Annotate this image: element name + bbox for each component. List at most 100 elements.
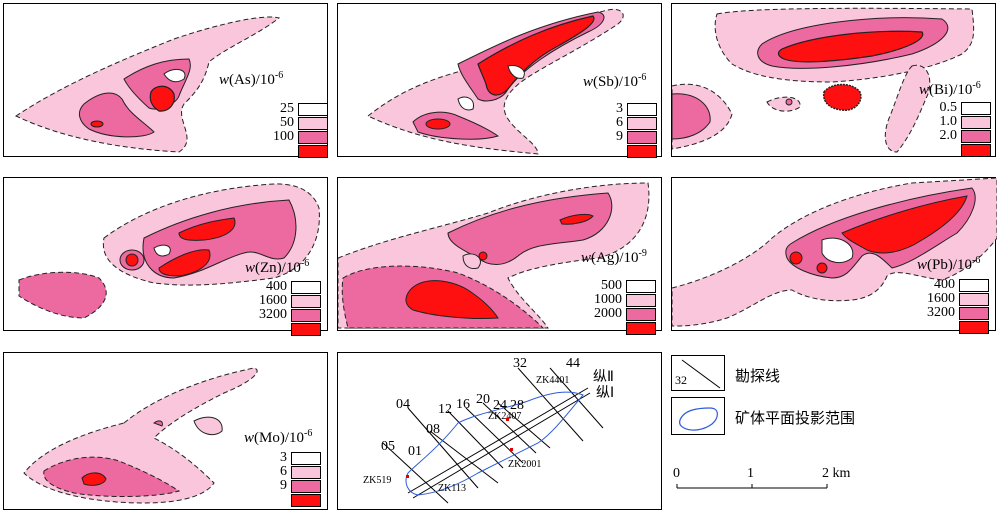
survey-line bbox=[407, 407, 479, 489]
contour-ag-high bbox=[559, 213, 594, 225]
survey-line bbox=[549, 367, 604, 429]
contour-bi-low3 bbox=[766, 96, 801, 112]
contour-as-high2 bbox=[90, 120, 104, 128]
borehole-label-zk2407: ZK2407 bbox=[488, 411, 521, 422]
contour-sb-high2 bbox=[425, 118, 451, 130]
ore-outline bbox=[405, 391, 584, 496]
legend-sb: 3 6 9 bbox=[593, 102, 657, 158]
legend-mo: 3 6 9 bbox=[257, 451, 321, 507]
contour-map-pb bbox=[672, 178, 997, 327]
contour-ag-high2 bbox=[405, 280, 499, 320]
contour-map-zn bbox=[18, 183, 320, 319]
contour-bi-low4 bbox=[884, 64, 931, 153]
borehole-label-zk113: ZK113 bbox=[438, 483, 466, 494]
line-label-16: 16 bbox=[456, 397, 470, 412]
legend-ag: 500 1000 2000 bbox=[592, 279, 656, 335]
panel-mo: w(Mo)/10-6 3 6 9 bbox=[3, 352, 328, 510]
contour-pb-high3 bbox=[816, 262, 828, 274]
contour-mo-low2 bbox=[193, 416, 223, 436]
contour-zn-high bbox=[178, 217, 236, 241]
contour-mo-mid2 bbox=[152, 420, 163, 427]
section-label-1: 纵Ⅰ bbox=[596, 385, 614, 401]
borehole-marker bbox=[510, 448, 513, 451]
contour-sb-white bbox=[457, 96, 475, 111]
element-label-mo: w(Mo)/10-6 bbox=[244, 428, 313, 446]
contour-map-sb bbox=[367, 8, 624, 155]
line-label-05: 05 bbox=[381, 439, 395, 454]
contour-map-as bbox=[14, 16, 281, 153]
borehole-marker bbox=[506, 418, 509, 421]
contour-bi-mid3 bbox=[785, 98, 793, 106]
contour-mo-mid bbox=[43, 456, 181, 498]
survey-line-number: 32 bbox=[675, 373, 687, 387]
line-label-08: 08 bbox=[426, 422, 440, 437]
section-line-2 bbox=[407, 387, 589, 494]
panel-survey-map: 05 01 04 08 12 16 20 24 28 32 44 ZK519 Z… bbox=[337, 352, 662, 510]
ore-body-label: 矿体平面投影范围 bbox=[735, 409, 856, 427]
line-label-20: 20 bbox=[476, 392, 490, 407]
panel-pb: w(Pb)/10-6 400 1600 3200 bbox=[671, 177, 997, 334]
scale-label-2: 2 km bbox=[822, 466, 851, 481]
contour-zn-low2 bbox=[18, 271, 107, 319]
legend-survey-line: 32 bbox=[671, 355, 725, 391]
contour-as-white bbox=[163, 68, 186, 83]
panel-zn: w(Zn)/10-6 400 1600 3200 bbox=[3, 177, 328, 336]
contour-pb-white bbox=[821, 237, 854, 264]
contour-zn-white bbox=[153, 244, 171, 257]
survey-line bbox=[517, 367, 584, 442]
line-label-32: 32 bbox=[513, 356, 527, 371]
panel-sb: w(Sb)/10-6 3 6 9 bbox=[337, 3, 662, 158]
survey-line-symbol bbox=[681, 359, 721, 389]
legend-pb: 400 1600 3200 bbox=[925, 278, 989, 334]
section-line-1 bbox=[412, 392, 591, 499]
survey-line-label: 勘探线 bbox=[735, 367, 781, 385]
element-label-sb: w(Sb)/10-6 bbox=[583, 72, 647, 90]
panel-bi: w(Bi)/10-6 0.5 1.0 2.0 bbox=[671, 3, 996, 157]
contour-as-high bbox=[149, 85, 175, 112]
contour-ag-high3 bbox=[478, 251, 488, 261]
survey-line bbox=[465, 407, 524, 464]
legend-ore-body bbox=[671, 397, 725, 435]
survey-map-svg: 05 01 04 08 12 16 20 24 28 32 44 ZK519 Z… bbox=[363, 356, 614, 504]
contour-map-mo bbox=[23, 367, 258, 504]
ore-body-symbol bbox=[679, 407, 718, 431]
contour-bi-high2 bbox=[822, 83, 862, 111]
element-label-ag: w(Ag)/10-9 bbox=[581, 248, 647, 266]
contour-bi-mid2 bbox=[672, 93, 711, 140]
section-label-2: 纵Ⅱ bbox=[593, 369, 614, 385]
line-label-28: 28 bbox=[510, 398, 524, 413]
line-label-44: 44 bbox=[566, 356, 580, 371]
borehole-label-zk4401: ZK4401 bbox=[536, 375, 569, 386]
panel-ag: w(Ag)/10-9 500 1000 2000 bbox=[337, 177, 662, 335]
borehole-marker bbox=[406, 475, 409, 478]
survey-line bbox=[382, 442, 449, 504]
contour-pb-high2 bbox=[789, 251, 803, 265]
scale-bar: 0 1 2 km bbox=[673, 466, 874, 496]
line-label-24: 24 bbox=[493, 398, 507, 413]
survey-line bbox=[447, 410, 504, 469]
contour-sb-white2 bbox=[507, 65, 525, 79]
scale-label-0: 0 bbox=[673, 466, 680, 481]
legend-zn: 400 1600 3200 bbox=[257, 280, 321, 336]
contour-sb-high bbox=[477, 15, 595, 96]
scale-line bbox=[676, 484, 828, 489]
line-label-04: 04 bbox=[396, 397, 410, 412]
element-label-pb: w(Pb)/10-6 bbox=[917, 255, 981, 273]
contour-mo-high bbox=[81, 472, 107, 486]
element-label-zn: w(Zn)/10-6 bbox=[245, 258, 310, 276]
borehole-label-zk519: ZK519 bbox=[363, 475, 391, 486]
contour-map-ag bbox=[338, 182, 650, 329]
contour-bi-high bbox=[777, 30, 924, 63]
element-label-bi: w(Bi)/10-6 bbox=[919, 80, 981, 98]
legend-bi: 0.5 1.0 2.0 bbox=[927, 101, 991, 157]
element-label-as: w(As)/10-6 bbox=[219, 70, 284, 88]
contour-zn-high3 bbox=[125, 253, 139, 267]
legend-as: 25 50 100 bbox=[264, 102, 328, 158]
panel-as: w(As)/10-6 25 50 100 bbox=[3, 3, 328, 158]
contour-map-bi bbox=[672, 7, 975, 153]
line-label-12: 12 bbox=[438, 402, 452, 417]
contour-pb-high bbox=[841, 195, 968, 254]
borehole-label-zk2001: ZK2001 bbox=[508, 459, 541, 470]
survey-line bbox=[429, 430, 499, 484]
contour-zn-high2 bbox=[158, 249, 211, 277]
